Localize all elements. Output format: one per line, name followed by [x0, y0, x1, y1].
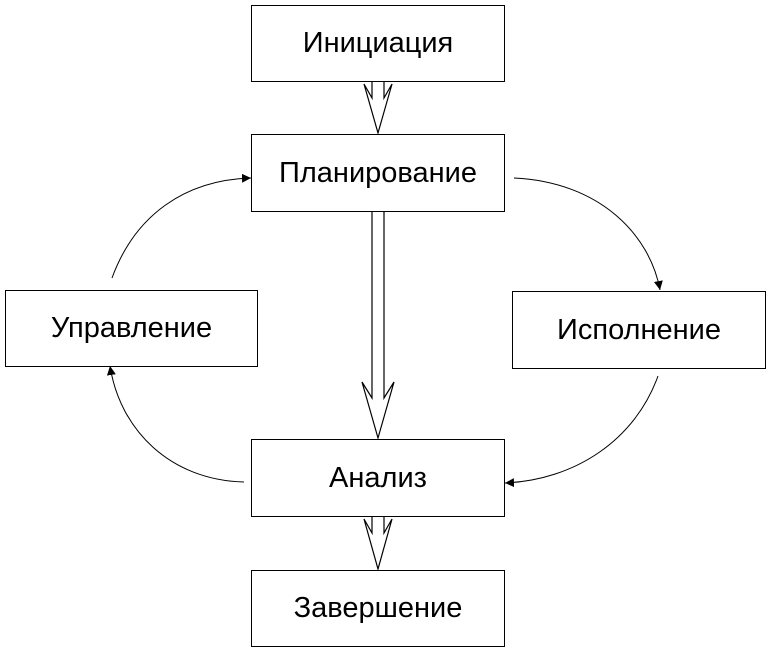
node-control: Управление [5, 290, 258, 367]
node-closing-label: Завершение [293, 592, 463, 624]
arrow-planning-to-execution [513, 177, 663, 291]
node-planning-label: Планирование [279, 156, 477, 189]
node-planning: Планирование [251, 134, 505, 212]
node-analysis-label: Анализ [329, 461, 427, 494]
arrow-initiation-to-planning [363, 82, 393, 136]
arrow-analysis-to-closing [363, 517, 393, 572]
arrow-analysis-to-control [106, 365, 245, 483]
node-initiation: Инициация [251, 5, 505, 82]
node-analysis: Анализ [251, 439, 505, 517]
node-execution-label: Исполнение [557, 313, 721, 346]
node-execution: Исполнение [512, 291, 766, 369]
node-closing: Завершение [251, 570, 505, 647]
node-control-label: Управление [50, 312, 213, 344]
arrow-control-to-planning [111, 173, 252, 279]
arrow-planning-to-analysis [361, 212, 395, 441]
arrow-execution-to-analysis [504, 375, 659, 488]
node-initiation-label: Инициация [302, 27, 454, 59]
